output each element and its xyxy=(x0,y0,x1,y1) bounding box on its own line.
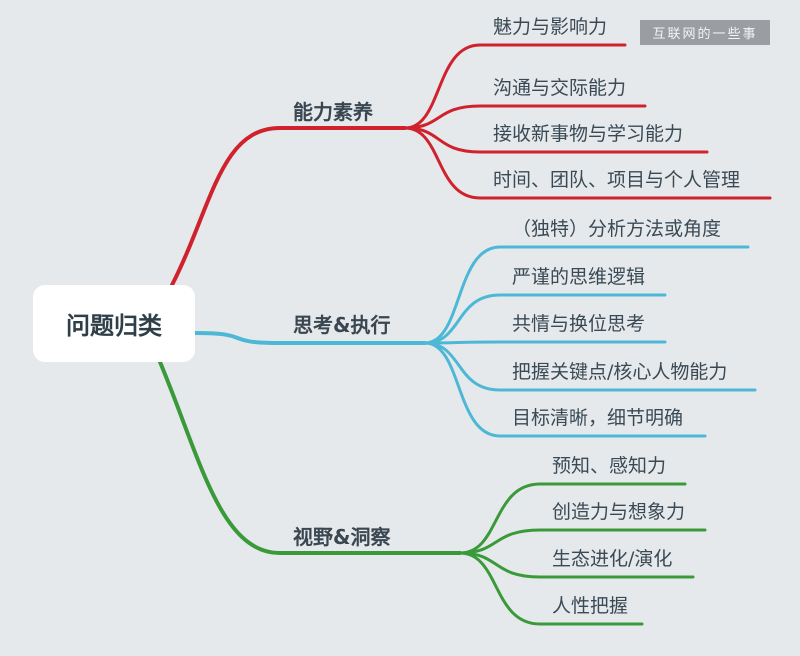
child-connector xyxy=(458,551,644,626)
child-node[interactable]: 严谨的思维逻辑 xyxy=(512,266,646,288)
child-connector xyxy=(403,43,627,130)
branch-connector xyxy=(193,331,427,345)
child-connector xyxy=(458,528,707,555)
child-node[interactable]: 把握关键点/核心人物能力 xyxy=(512,361,728,383)
child-node[interactable]: 魅力与影响力 xyxy=(493,16,608,38)
child-connector xyxy=(403,126,772,200)
child-connector xyxy=(423,340,667,345)
branch-node[interactable]: 能力素养 xyxy=(293,100,373,124)
child-node[interactable]: 人性把握 xyxy=(552,595,629,617)
child-node[interactable]: 生态进化/演化 xyxy=(552,548,673,570)
branch-connector xyxy=(158,360,462,555)
branch-connector xyxy=(170,126,407,287)
child-node[interactable]: 预知、感知力 xyxy=(552,455,667,477)
watermark: 互联网的一些事 xyxy=(640,20,770,45)
child-connector xyxy=(458,551,695,579)
child-node[interactable]: 共情与换位思考 xyxy=(512,313,646,335)
child-node[interactable]: 时间、团队、项目与个人管理 xyxy=(493,169,741,191)
child-node[interactable]: 接收新事物与学习能力 xyxy=(493,123,684,145)
child-node[interactable]: 创造力与想象力 xyxy=(552,501,686,523)
child-node[interactable]: 目标清晰，细节明确 xyxy=(512,407,684,429)
branch-node[interactable]: 思考&执行 xyxy=(293,313,391,337)
child-connector xyxy=(403,104,647,130)
child-connector xyxy=(458,482,687,555)
child-node[interactable]: （独特）分析方法或角度 xyxy=(512,218,722,240)
child-connector xyxy=(423,293,667,345)
root-node[interactable]: 问题归类 xyxy=(33,285,195,362)
child-connector xyxy=(423,341,707,438)
child-connector xyxy=(403,126,709,154)
branch-node[interactable]: 视野&洞察 xyxy=(293,525,391,549)
child-connector xyxy=(423,245,750,345)
child-node[interactable]: 沟通与交际能力 xyxy=(493,77,627,99)
